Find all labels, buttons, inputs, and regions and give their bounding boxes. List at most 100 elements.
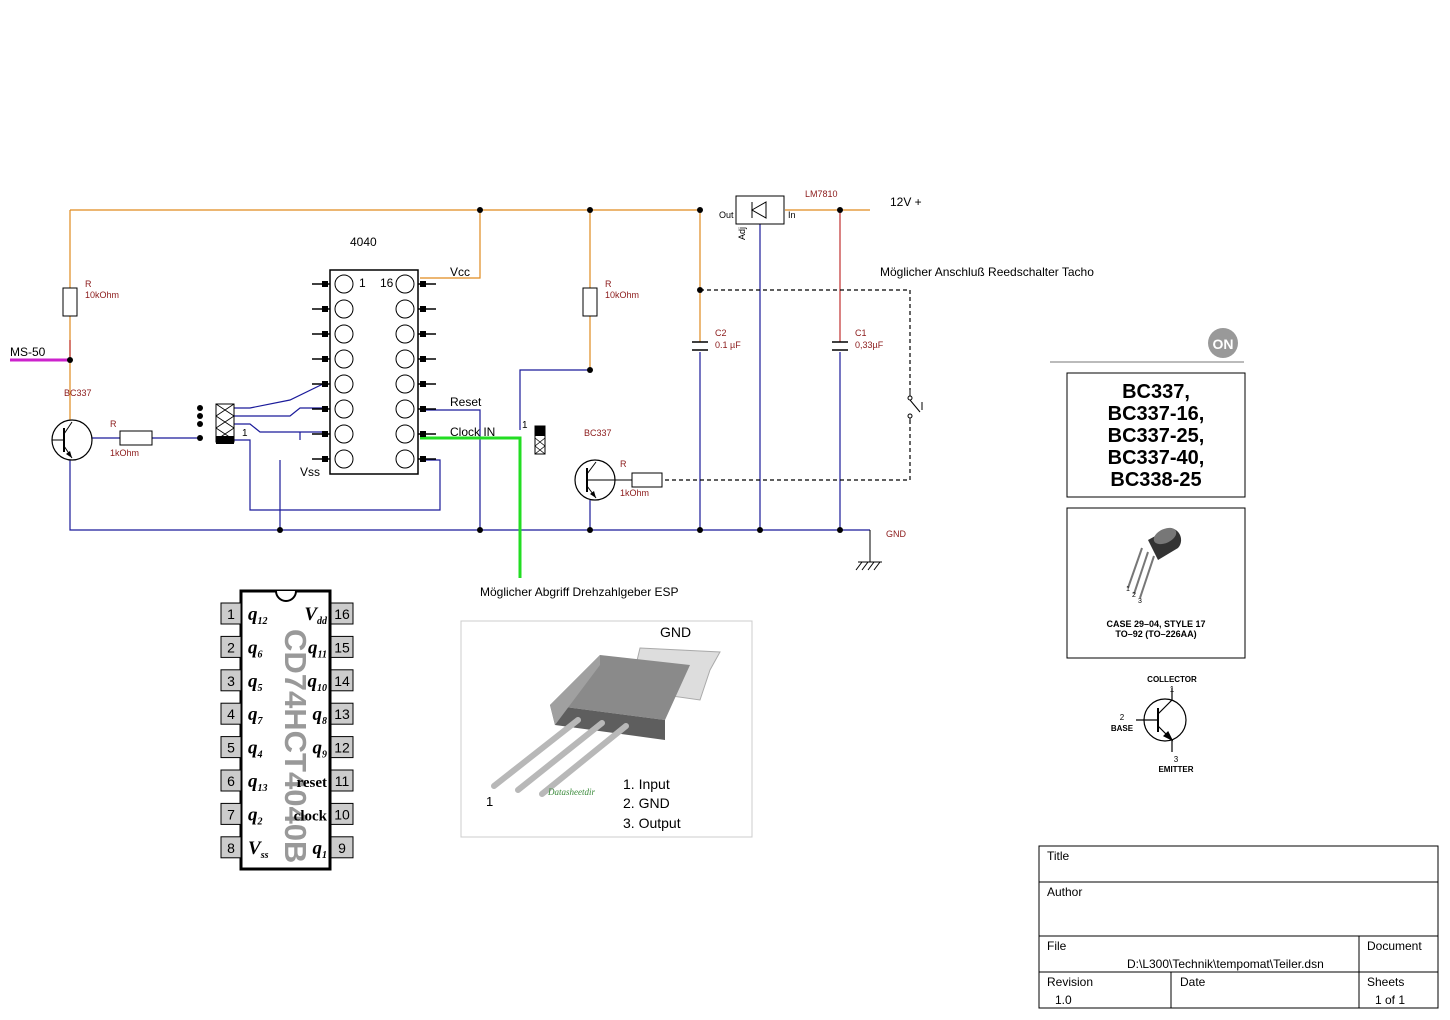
pinout-left-num: 7 — [227, 806, 235, 822]
ms50-label: MS-50 — [10, 345, 46, 359]
supply-label: 12V + — [890, 195, 922, 209]
pinout-right-box — [330, 669, 354, 692]
pinout-left-box — [220, 702, 242, 725]
r1-ref: R — [85, 279, 92, 289]
ic-stub-left-end — [322, 356, 328, 362]
ic-pin-left — [334, 299, 354, 319]
c2-ref: C2 — [715, 328, 727, 338]
pinout-left-box — [220, 669, 242, 692]
pinout-right-name: clock — [294, 808, 328, 824]
pinout-left-box — [220, 802, 242, 825]
pinout-left-num: 3 — [227, 673, 235, 689]
ic-pin-left — [334, 424, 354, 444]
pinout-right-box — [330, 736, 354, 759]
pinout-right-box — [330, 802, 354, 825]
supply-wires — [69, 209, 870, 500]
ic-pin16-mark: 16 — [380, 276, 394, 290]
pinout-right-box — [330, 635, 354, 658]
esp-note: Möglicher Abgriff Drehzahlgeber ESP — [480, 585, 679, 599]
ic-pin-right — [395, 274, 415, 294]
pinout-left-num: 4 — [227, 706, 235, 722]
pinout-right-num: 16 — [334, 606, 350, 622]
base-num: 2 — [1120, 713, 1125, 722]
author-label: Author — [1047, 885, 1082, 899]
revision-label: Revision — [1047, 975, 1093, 989]
pinout-left-num: 8 — [227, 840, 235, 856]
case-line-2: TO–92 (TO–226AA) — [1115, 629, 1196, 639]
to220-pin3: 3. Output — [623, 815, 681, 831]
red-wires — [69, 210, 841, 360]
npn-symbol — [1136, 688, 1187, 752]
ic-stub-right-end — [420, 306, 426, 312]
ic-pin-right — [395, 299, 415, 319]
document-label: Document — [1367, 939, 1422, 953]
pinout-right-num: 15 — [334, 639, 350, 655]
q1-ref: BC337 — [64, 388, 92, 398]
ic-name: 4040 — [350, 235, 377, 249]
jumper-left-mark: 1 — [242, 428, 248, 439]
ic-pin1-mark: 1 — [359, 276, 366, 290]
ic-stub-left-end — [322, 331, 328, 337]
to220-pin1: 1. Input — [623, 776, 670, 792]
reset-label: Reset — [450, 395, 482, 409]
datasheet-titles: BC337,BC337-16,BC337-25,BC337-40,BC338-2… — [1108, 381, 1205, 491]
pinout-left-box — [220, 602, 242, 625]
r3-ref: R — [605, 279, 612, 289]
to92-pin-3: 3 — [1138, 598, 1142, 605]
r4-ref: R — [620, 459, 627, 469]
pinout-left-num: 5 — [227, 740, 235, 756]
ic-stub-left-end — [322, 306, 328, 312]
ic-pin-right — [395, 399, 415, 419]
pinout-left-box — [220, 736, 242, 759]
datasheet-title-line: BC337-25, — [1108, 425, 1205, 447]
transistor-q2: BC337 — [574, 428, 632, 501]
datasheet-title-line: BC338-25 — [1110, 469, 1201, 491]
r3-value: 10kOhm — [605, 290, 639, 300]
c2-value: 0.1 µF — [715, 340, 741, 350]
file-value: D:\L300\Technik\tempomat\Teiler.dsn — [1127, 957, 1324, 971]
pinout-right-num: 14 — [334, 673, 350, 689]
ic-4040: 4040 1 16 Vcc Vss Reset Clock IN — [300, 235, 495, 479]
title-block — [1038, 845, 1439, 1009]
jumper-right: 1 — [522, 420, 546, 455]
base-label: BASE — [1111, 724, 1134, 733]
jumper-left: 1 — [215, 403, 248, 444]
ic-pin-left — [334, 449, 354, 469]
pinout-left-box — [220, 836, 242, 859]
reg-out: Out — [719, 210, 734, 220]
q2-ref: BC337 — [584, 428, 612, 438]
to220-watermark: Datasheetdir — [547, 787, 595, 797]
clock-in-label: Clock IN — [450, 425, 495, 439]
ic-stub-left-end — [322, 431, 328, 437]
resistor-r3: R 10kOhm — [582, 279, 639, 317]
to92-pin-1: 1 — [1126, 586, 1130, 593]
r2-value: 1kOhm — [110, 448, 139, 458]
transistor-q1: BC337 — [51, 388, 93, 461]
resistor-r4: R 1kOhm — [620, 459, 663, 498]
revision-value: 1.0 — [1055, 993, 1072, 1007]
to220-pin-mark: 1 — [486, 794, 493, 809]
ic-stub-right-end — [420, 456, 426, 462]
pinout-right-num: 12 — [334, 740, 350, 756]
pinout-right-box — [330, 602, 354, 625]
pinout-right-num: 11 — [335, 773, 350, 789]
r1-value: 10kOhm — [85, 290, 119, 300]
datasheet-title-line: BC337, — [1122, 381, 1190, 403]
vss-label: Vss — [300, 465, 320, 479]
r2-ref: R — [110, 419, 117, 429]
pinout-right-box — [330, 702, 354, 725]
reg-ref: LM7810 — [805, 189, 838, 199]
regulator-lm7810: LM7810 Out In Adj — [719, 189, 838, 240]
ic-stub-left-end — [322, 381, 328, 387]
pinout-right-num: 10 — [334, 806, 350, 822]
jumper-right-mark: 1 — [522, 420, 528, 431]
resistor-r1: R 10kOhm — [62, 279, 119, 317]
ic-stub-right-end — [420, 406, 426, 412]
to220-pin2: 2. GND — [623, 795, 670, 811]
datasheet-clip: ON BC337,BC337-16,BC337-25,BC337-40,BC33… — [1050, 328, 1246, 774]
pinout-right-name: reset — [296, 775, 327, 791]
ic-pin-right — [395, 374, 415, 394]
pinout-left-num: 2 — [227, 639, 235, 655]
pinout-left-box — [220, 769, 242, 792]
